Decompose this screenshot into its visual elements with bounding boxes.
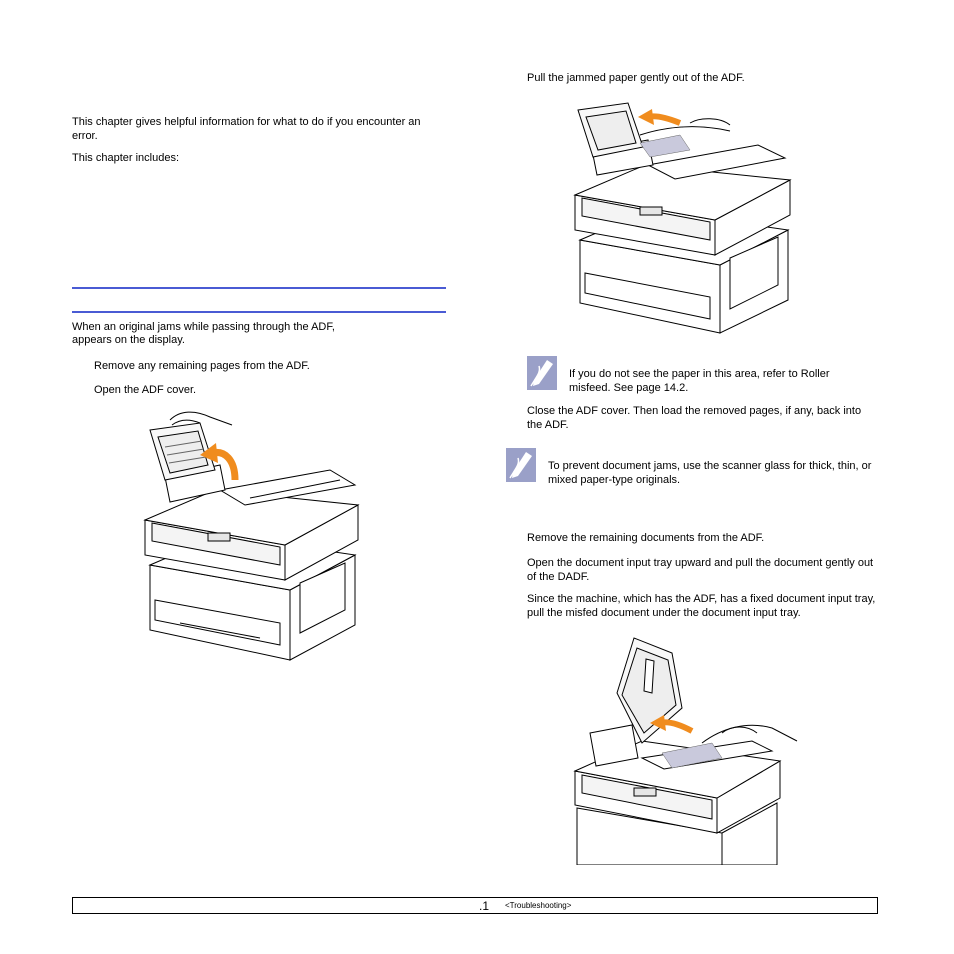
note-prevent-jams: To prevent document jams, use the scanne… [548,460,872,486]
open-adf-cover-illustration [143,411,360,661]
section-rule-bottom [72,311,446,313]
note-pencil-icon [527,356,557,390]
pull-paper-adf-illustration [573,102,792,334]
step-open-input-tray: Open the document input tray upward and … [527,557,874,583]
note-roller-misfeed: If you do not see the paper in this area… [569,368,830,394]
page-number: .1 [479,899,490,913]
jam-intro-line2: appears on the display. [72,334,185,346]
footer-section-label: <Troubleshooting> [505,901,572,910]
step-remove-remaining: Remove the remaining documents from the … [527,532,765,544]
jam-intro-line1: When an original jams while passing thro… [72,321,335,333]
step-open-adf-cover: Open the ADF cover. [94,384,197,396]
page-footer: .1 <Troubleshooting> [72,897,878,914]
step-remove-pages: Remove any remaining pages from the ADF. [94,360,310,372]
includes-label: This chapter includes: [72,152,179,164]
step-close-adf-cover: Close the ADF cover. Then load the remov… [527,405,862,431]
input-tray-illustration [573,637,798,865]
section-rule-top [72,287,446,289]
step-pull-misfed-doc: Since the machine, which has the ADF, ha… [527,593,876,619]
step-pull-jammed-paper: Pull the jammed paper gently out of the … [527,72,745,84]
intro-paragraph: This chapter gives helpful information f… [72,116,421,142]
note-pencil-icon-2 [506,448,536,482]
